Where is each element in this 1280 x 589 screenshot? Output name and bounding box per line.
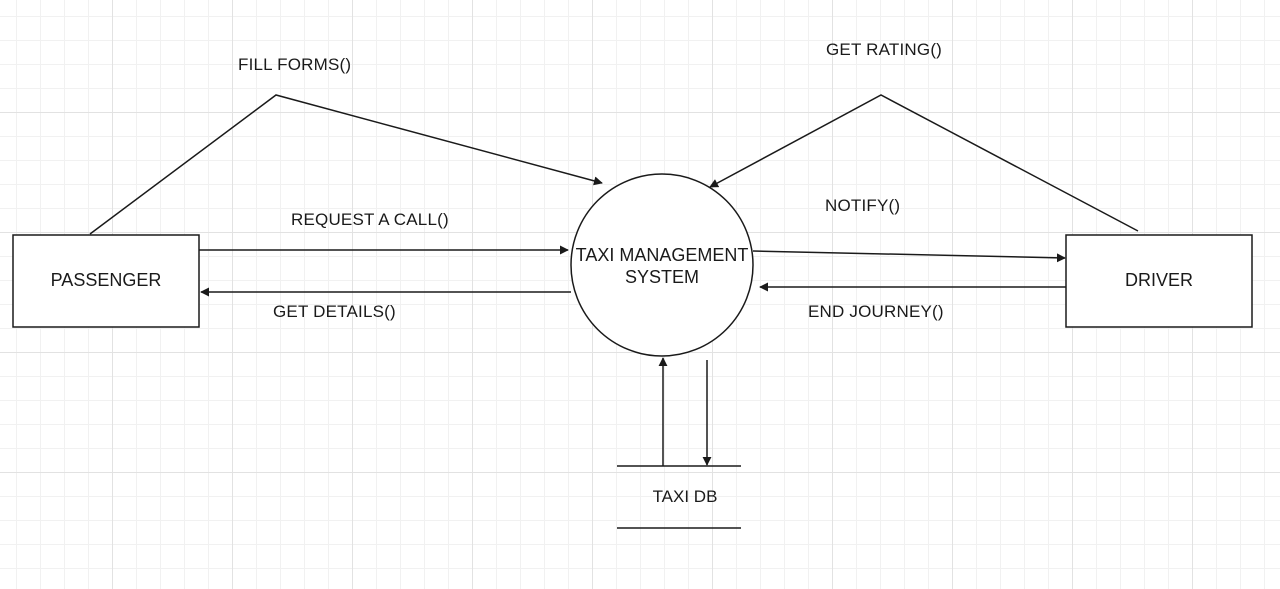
process-label-line1: TAXI MANAGEMENT [575, 245, 749, 265]
request-call-label: REQUEST A CALL() [291, 210, 449, 229]
fill-forms-label: FILL FORMS() [238, 55, 352, 74]
passenger-label: PASSENGER [50, 270, 162, 290]
fill-forms-arrow [89, 94, 603, 235]
notify-arrow [752, 250, 1066, 263]
end-journey-label: END JOURNEY() [808, 302, 944, 321]
driver-label: DRIVER [1124, 270, 1193, 290]
get-rating-label: GET RATING() [826, 40, 943, 59]
notify-label: NOTIFY() [825, 196, 901, 215]
get-details-label: GET DETAILS() [273, 302, 396, 321]
datastore-label: TAXI DB [652, 487, 718, 506]
process-circle[interactable] [570, 173, 754, 357]
process-label: TAXI MANAGEMENT SYSTEM [566, 244, 758, 288]
passenger-entity-box[interactable] [12, 234, 200, 328]
get-rating-arrow [709, 94, 1139, 232]
process-label-line2: SYSTEM [624, 267, 699, 287]
driver-entity-box[interactable] [1065, 234, 1253, 328]
